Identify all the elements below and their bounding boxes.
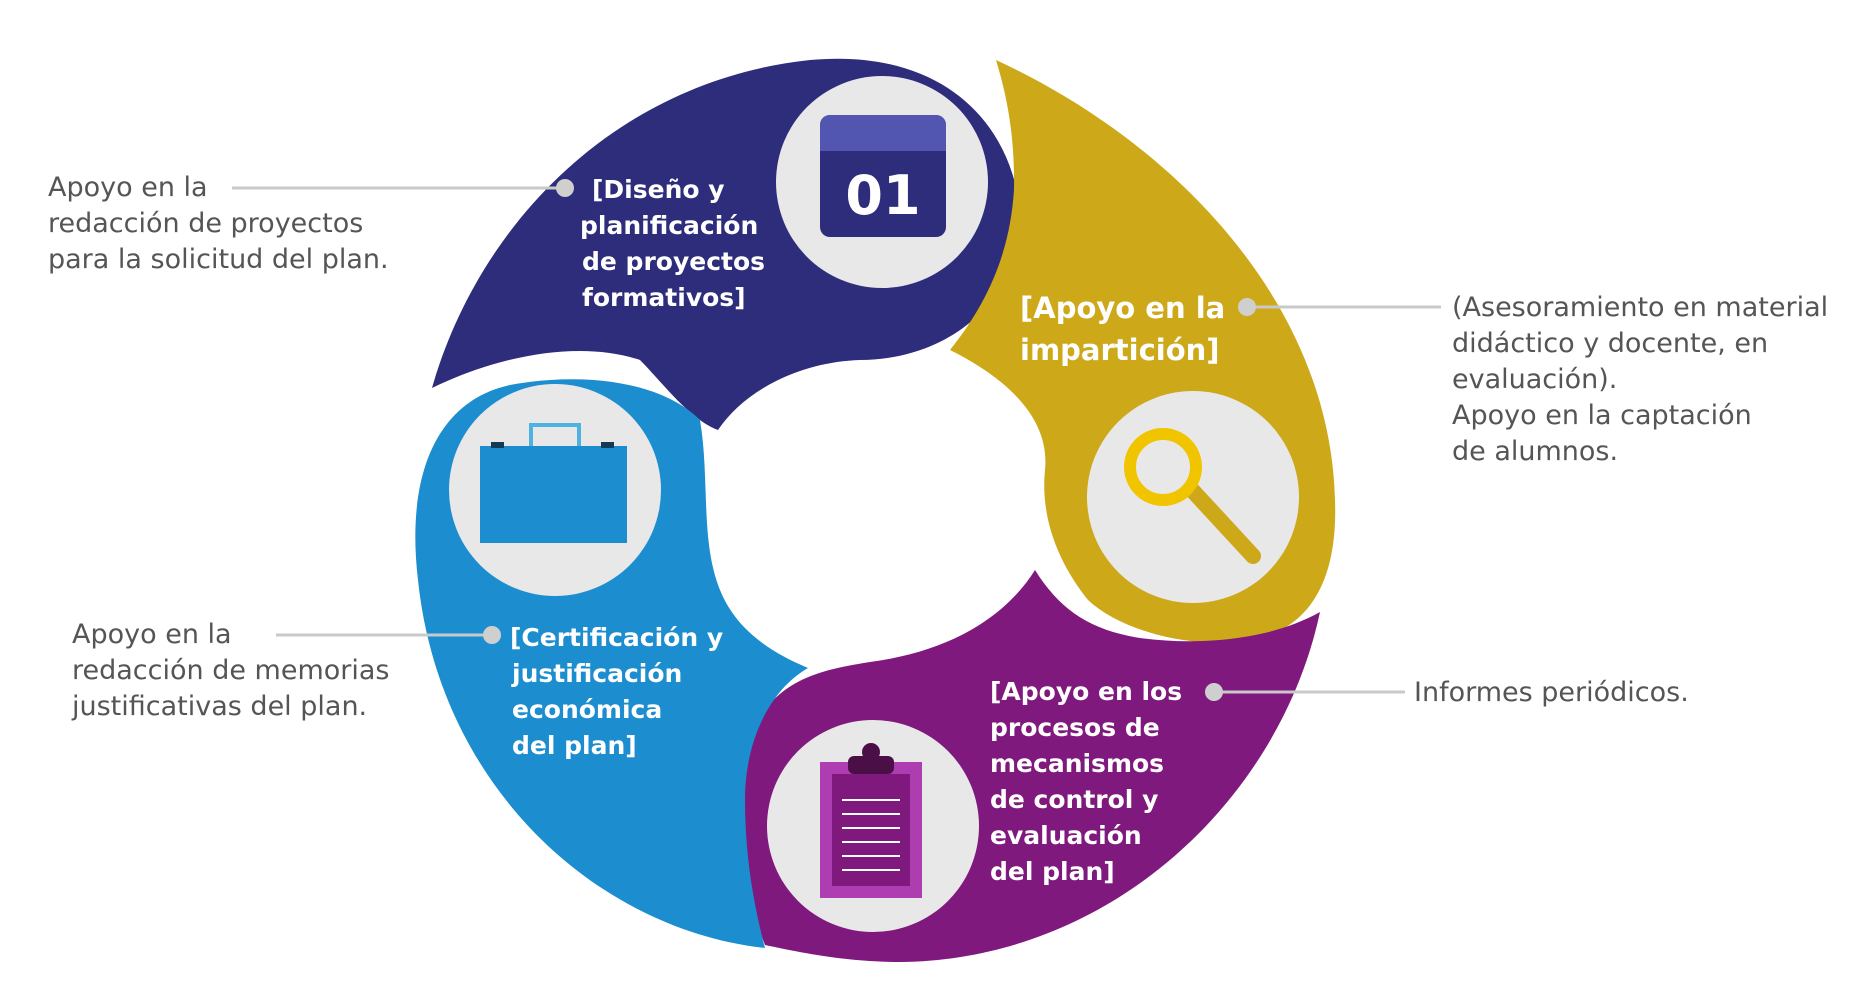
- connector-dot-certification: [483, 626, 501, 644]
- calendar-number: 01: [845, 164, 920, 227]
- connector-dot-teaching: [1238, 298, 1256, 316]
- note-certification-line: Apoyo en la: [72, 619, 232, 650]
- segment-control-line: del plan]: [990, 857, 1115, 886]
- note-teaching-line: didáctico y docente, en: [1452, 328, 1768, 359]
- segment-control-line: mecanismos: [990, 749, 1164, 778]
- segment-control-label: [Apoyo en los procesos de mecanismos de …: [990, 677, 1191, 886]
- note-teaching-line: Apoyo en la captación: [1452, 400, 1752, 431]
- segment-design-label: [Diseño y planificación de proyectos for…: [580, 175, 774, 312]
- segment-control: [Apoyo en los procesos de mecanismos de …: [741, 570, 1320, 962]
- segment-control-line: de control y: [990, 785, 1158, 814]
- segment-design-line: planificación: [580, 211, 758, 240]
- segment-teaching-line: impartición]: [1020, 333, 1220, 367]
- connector-dot-design: [556, 179, 574, 197]
- note-control-line: Informes periódicos.: [1414, 677, 1689, 708]
- segment-control-line: procesos de: [990, 713, 1160, 742]
- segment-control-line: evaluación: [990, 821, 1142, 850]
- note-design: Apoyo en la redacción de proyectos para …: [48, 172, 389, 275]
- note-control: Informes periódicos.: [1414, 677, 1689, 708]
- connectors: [232, 179, 1441, 701]
- segment-teaching-line: [Apoyo en la: [1020, 291, 1225, 325]
- note-design-line: para la solicitud del plan.: [48, 244, 389, 275]
- segment-certification-label: [Certificación y justificación económica…: [510, 623, 732, 760]
- segment-control-line: [Apoyo en los: [990, 677, 1182, 706]
- segment-certification-line: económica: [512, 695, 662, 724]
- calendar-icon: 01: [820, 115, 946, 237]
- magnifier-icon: [1124, 428, 1261, 564]
- segment-design-line: [Diseño y: [592, 175, 725, 204]
- segment-design-line: formativos]: [582, 283, 746, 312]
- segment-design: 01 [Diseño y planificación de proyectos …: [432, 58, 1020, 431]
- note-teaching-line: evaluación).: [1452, 364, 1617, 395]
- segment-certification-line: del plan]: [512, 731, 637, 760]
- segment-teaching-label: [Apoyo en la impartición]: [1020, 291, 1235, 367]
- segment-teaching: [Apoyo en la impartición]: [950, 60, 1336, 643]
- note-teaching-line: de alumnos.: [1452, 436, 1618, 467]
- note-certification: Apoyo en la redacción de memorias justif…: [71, 619, 398, 722]
- segment-certification: [Certificación y justificación económica…: [415, 379, 808, 948]
- segment-certification-line: justificación: [511, 659, 682, 688]
- note-design-line: Apoyo en la: [48, 172, 208, 203]
- clipboard-icon: [820, 743, 922, 898]
- briefcase-icon: [480, 423, 627, 543]
- note-certification-line: redacción de memorias: [72, 655, 390, 686]
- note-design-line: redacción de proyectos: [48, 208, 363, 239]
- note-certification-line: justificativas del plan.: [71, 691, 367, 722]
- segment-certification-line: [Certificación y: [510, 623, 723, 652]
- segment-design-line: de proyectos: [582, 247, 765, 276]
- connector-dot-control: [1205, 683, 1223, 701]
- note-teaching: (Asesoramiento en material didáctico y d…: [1452, 292, 1837, 467]
- note-teaching-line: (Asesoramiento en material: [1452, 292, 1828, 323]
